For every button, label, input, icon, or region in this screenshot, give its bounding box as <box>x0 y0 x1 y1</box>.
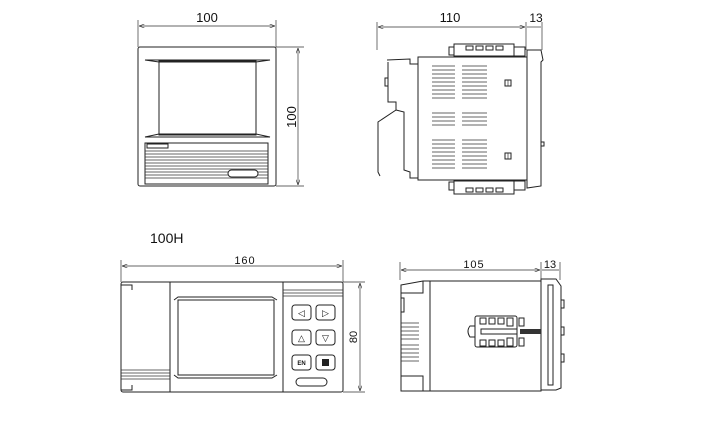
down-key[interactable] <box>315 329 336 346</box>
enter-key-label: EN <box>297 361 305 367</box>
up-arrow-icon: △ <box>298 333 305 343</box>
bezel-dimension-label: 13 <box>529 11 543 25</box>
model-label: 100H <box>150 230 183 246</box>
right-arrow-icon: ▷ <box>322 308 329 318</box>
device-housing <box>120 281 344 393</box>
right-key[interactable] <box>315 304 336 321</box>
left-key[interactable] <box>291 304 312 321</box>
keypad: ◁ ▷ △ ▽ EN <box>291 304 336 371</box>
side-vents <box>432 65 487 169</box>
square-stop-icon <box>322 359 329 366</box>
label-slot <box>227 169 259 178</box>
front-view-100: 100 100 <box>137 10 304 187</box>
depth-dimension-label: 105 <box>463 259 484 271</box>
width-dimension-label: 160 <box>234 255 255 267</box>
side-view-100: 110 13 <box>376 10 545 195</box>
width-dimension-label: 100 <box>196 10 218 25</box>
label-slot <box>295 377 328 387</box>
mounting-bracket <box>377 58 418 179</box>
enter-key[interactable] <box>291 354 312 371</box>
terminal-connector <box>467 315 541 348</box>
up-key[interactable] <box>291 329 312 346</box>
bottom-terminal-block <box>453 180 515 195</box>
top-terminal-block <box>453 43 515 57</box>
front-view-100h: 160 80 ◁ ▷ △ ▽ EN <box>120 255 365 393</box>
height-dimension-label: 100 <box>284 106 299 128</box>
bezel-dimension-label: 13 <box>544 259 556 271</box>
depth-dimension-label: 110 <box>440 10 461 25</box>
display-screen <box>158 60 257 136</box>
down-arrow-icon: ▽ <box>322 333 329 343</box>
height-dimension-label: 80 <box>348 331 360 343</box>
housing-body <box>417 56 528 181</box>
side-view-100h: 105 13 <box>399 259 565 392</box>
display-screen <box>177 299 275 376</box>
left-arrow-icon: ◁ <box>298 308 305 318</box>
